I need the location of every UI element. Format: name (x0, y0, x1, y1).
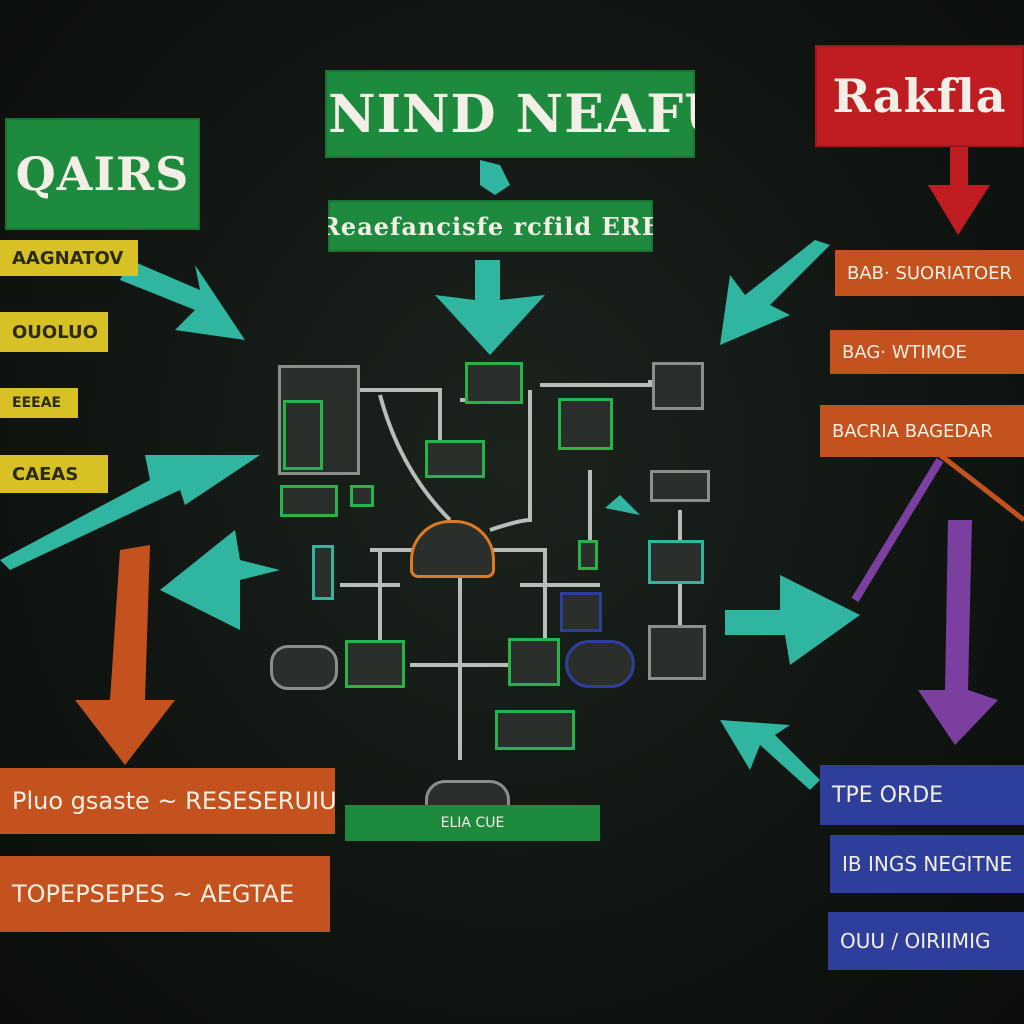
network-node (648, 540, 704, 584)
network-node (495, 710, 575, 750)
network-node (283, 400, 323, 470)
left-item-3: EEEAE (0, 388, 78, 418)
network-node (652, 362, 704, 410)
network-node (345, 640, 405, 688)
network-node (578, 540, 598, 570)
right-item-1: BAB· SUORIATOER (835, 250, 1024, 296)
network-hub (410, 520, 495, 578)
orange-arrows (75, 545, 175, 765)
network-node (508, 638, 560, 686)
arrow-teal-4 (435, 260, 545, 355)
bottom-right-item-2: IB INGS NEGITNE (830, 835, 1024, 893)
arrow-teal-1 (120, 260, 245, 340)
left-item-1: AAGNATOV (0, 240, 138, 276)
center-bottom-label: ELIA CUE (440, 815, 505, 831)
center-title: SNIND NEAFU (325, 83, 695, 145)
network-node (280, 485, 338, 517)
teal-arrows (0, 160, 860, 790)
arrow-teal-2 (0, 455, 260, 570)
network-node (270, 645, 338, 690)
arrow-red-down (928, 145, 990, 235)
left-item-4: CAEAS (0, 455, 108, 493)
network-node (565, 640, 635, 688)
bottom-right-item-3: OUU / OIRIIMIG (828, 912, 1024, 970)
arrow-purple-line (851, 457, 944, 603)
arrow-orange-down (75, 545, 175, 765)
center-subtitle-banner: Reaefancisfe rcfild ERE (328, 200, 653, 252)
network-node (312, 545, 334, 600)
network-node (648, 625, 706, 680)
right-item-3: BACRIA BAGEDAR (820, 405, 1024, 457)
bottom-left-item-1: Pluo gsaste ~ RESESERUIU (0, 768, 335, 834)
network-node (425, 440, 485, 478)
arrow-orange-line (938, 453, 1024, 522)
arrow-teal-5 (720, 240, 830, 345)
right-item-2: BAG· WTIMOE (830, 330, 1024, 374)
right-title: Rakfla (832, 69, 1007, 123)
network-lines (330, 380, 682, 760)
center-subtitle: Reaefancisfe rcfild ERE (328, 211, 653, 241)
center-bottom-banner: ELIA CUE (345, 805, 600, 841)
network-node (558, 398, 613, 450)
left-title: QAIRS (15, 147, 190, 201)
bottom-left-item-2: TOPEPSEPES ~ AEGTAE (0, 856, 330, 932)
network-node (465, 362, 523, 404)
bottom-right-item-1: TPE ORDE (820, 765, 1024, 825)
network-node (560, 592, 602, 632)
arrow-teal-8 (480, 160, 510, 195)
right-title-banner: Rakfla (815, 45, 1024, 147)
arrow-purple-down (918, 520, 998, 745)
center-title-banner: SNIND NEAFU (325, 70, 695, 158)
left-item-2: OUOLUO (0, 312, 108, 352)
arrow-teal-9 (605, 495, 640, 515)
network-node (350, 485, 374, 507)
left-title-banner: QAIRS (5, 118, 200, 230)
arrow-teal-3 (160, 530, 280, 630)
arrow-teal-6 (725, 575, 860, 665)
network-node (650, 470, 710, 502)
arrow-teal-7 (720, 720, 820, 790)
